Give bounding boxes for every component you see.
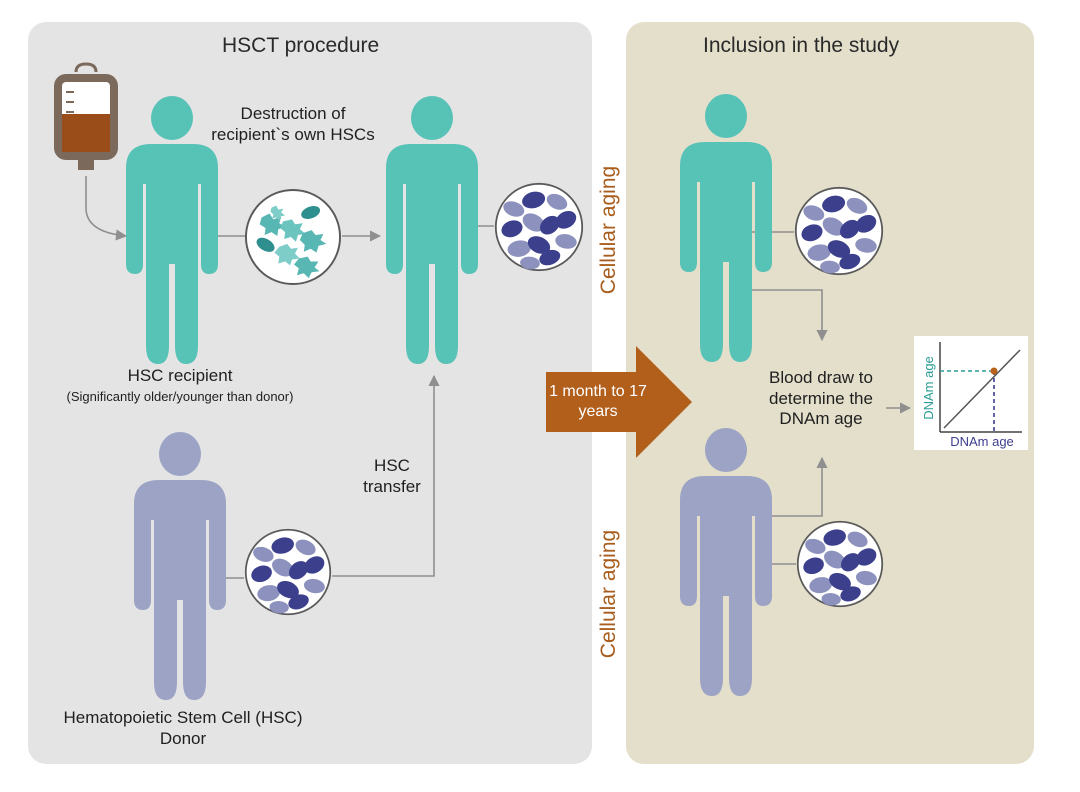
- cellular-aging-bottom-label: Cellular aging: [597, 529, 620, 659]
- study-recipient-cells-icon: [794, 186, 884, 276]
- mini-chart-diagonal: [943, 349, 1021, 429]
- dnam-age-mini-chart: DNAm age DNAm age: [914, 336, 1028, 450]
- recipient-note: (Significantly older/younger than donor): [66, 389, 294, 404]
- study-donor-cells-icon: [796, 520, 884, 608]
- mini-chart-ylabel: DNAm age: [921, 356, 936, 420]
- iv-bag-icon: [54, 62, 118, 170]
- recipient-after-person-icon: [382, 96, 482, 366]
- blood-draw-label: Blood draw to determine the DNAm age: [769, 368, 873, 429]
- duration-label: 1 month to 17 years: [549, 383, 647, 420]
- hsc-transfer-label: HSC transfer: [363, 456, 421, 496]
- donor-person-icon: [130, 432, 230, 702]
- transplanted-cells-icon: [494, 182, 584, 272]
- hsct-procedure-panel: [28, 22, 592, 764]
- damaged-cells-icon: [244, 188, 342, 286]
- study-donor-person-icon: [676, 428, 776, 698]
- donor-cells-icon: [244, 528, 332, 616]
- cellular-aging-top-label: Cellular aging: [597, 165, 620, 295]
- recipient-person-icon: [122, 96, 222, 366]
- inclusion-study-title: Inclusion in the study: [703, 34, 900, 57]
- time-arrow-icon: [546, 346, 692, 458]
- mini-chart-xlabel: DNAm age: [950, 434, 1014, 449]
- destruction-label: Destruction of recipient`s own HSCs: [211, 104, 375, 144]
- recipient-title: HSC recipient: [127, 366, 233, 385]
- study-recipient-person-icon: [676, 94, 776, 364]
- donor-label: Hematopoietic Stem Cell (HSC) Donor: [63, 708, 303, 748]
- hsct-procedure-title: HSCT procedure: [222, 34, 380, 57]
- mini-chart-point: [990, 367, 998, 375]
